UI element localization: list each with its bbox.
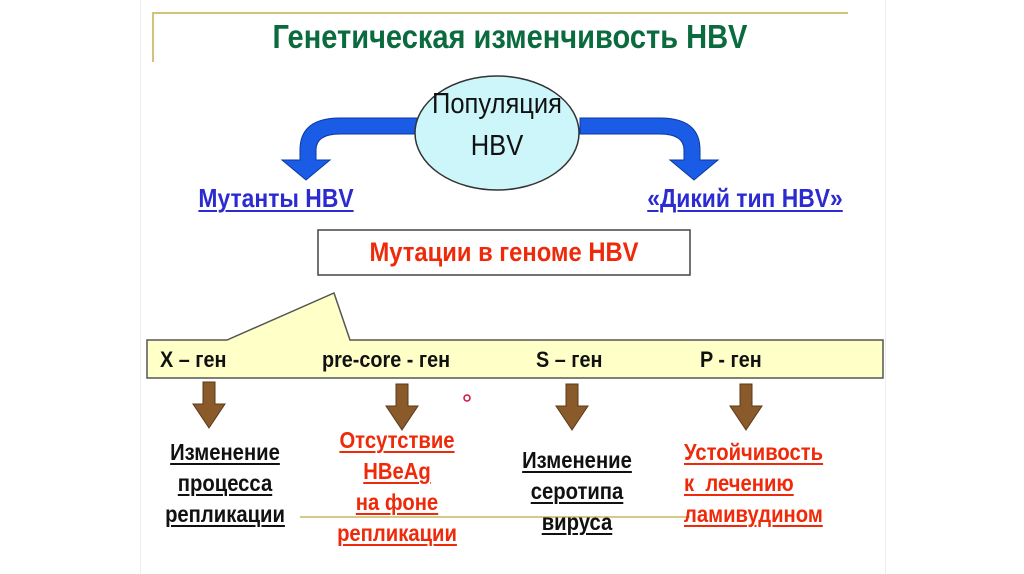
arrow-right-blue (579, 117, 720, 181)
arrow-down-3 (555, 383, 589, 431)
effect-line: на фоне (355, 489, 439, 515)
effect-line: репликации (337, 520, 457, 546)
arrow-left-blue (280, 117, 421, 181)
effect-x: Изменение процесса репликации (146, 437, 304, 530)
population-ellipse (414, 75, 580, 191)
slide-frame-right (885, 0, 886, 574)
effect-line: Изменение (522, 447, 632, 473)
effect-line: HBeAg (363, 458, 431, 484)
arrow-down-1 (192, 381, 226, 429)
gene-precore: pre-core - ген (322, 347, 451, 372)
gene-x: X – ген (160, 347, 227, 372)
effect-line: Устойчивость (684, 439, 824, 465)
slide-frame-left (140, 0, 141, 574)
effect-p: Устойчивость к лечению ламивудином (684, 437, 860, 530)
effect-line: репликации (165, 501, 285, 527)
arrow-down-4 (729, 383, 763, 431)
effect-line: Отсутствие (339, 427, 455, 453)
population-line2: HBV (470, 130, 524, 162)
slide-title: Генетическая изменчивость HBV (272, 18, 748, 55)
population-line1: Популяция (432, 88, 562, 120)
gene-s: S – ген (536, 347, 603, 372)
effect-precore: Отсутствие HBeAg на фоне репликации (318, 425, 476, 549)
effect-line: процесса (177, 470, 273, 496)
genome-band (146, 291, 884, 379)
cursor-dot-icon (463, 394, 471, 402)
effect-s: Изменение серотипа вируса (498, 445, 656, 538)
effect-line: ламивудином (684, 501, 823, 527)
arrow-down-2 (385, 383, 419, 431)
effect-line: серотипа (530, 478, 624, 504)
wild-type-label: «Дикий тип HBV» (647, 183, 843, 213)
gene-p: P - ген (700, 347, 762, 372)
mutants-label: Мутанты HBV (198, 183, 354, 213)
mutations-box-border (317, 229, 691, 276)
effect-line: вируса (541, 509, 613, 535)
effect-line: Изменение (170, 439, 280, 465)
mutations-box-label: Мутации в геноме HBV (369, 237, 639, 267)
effect-line: к лечению (684, 470, 794, 496)
